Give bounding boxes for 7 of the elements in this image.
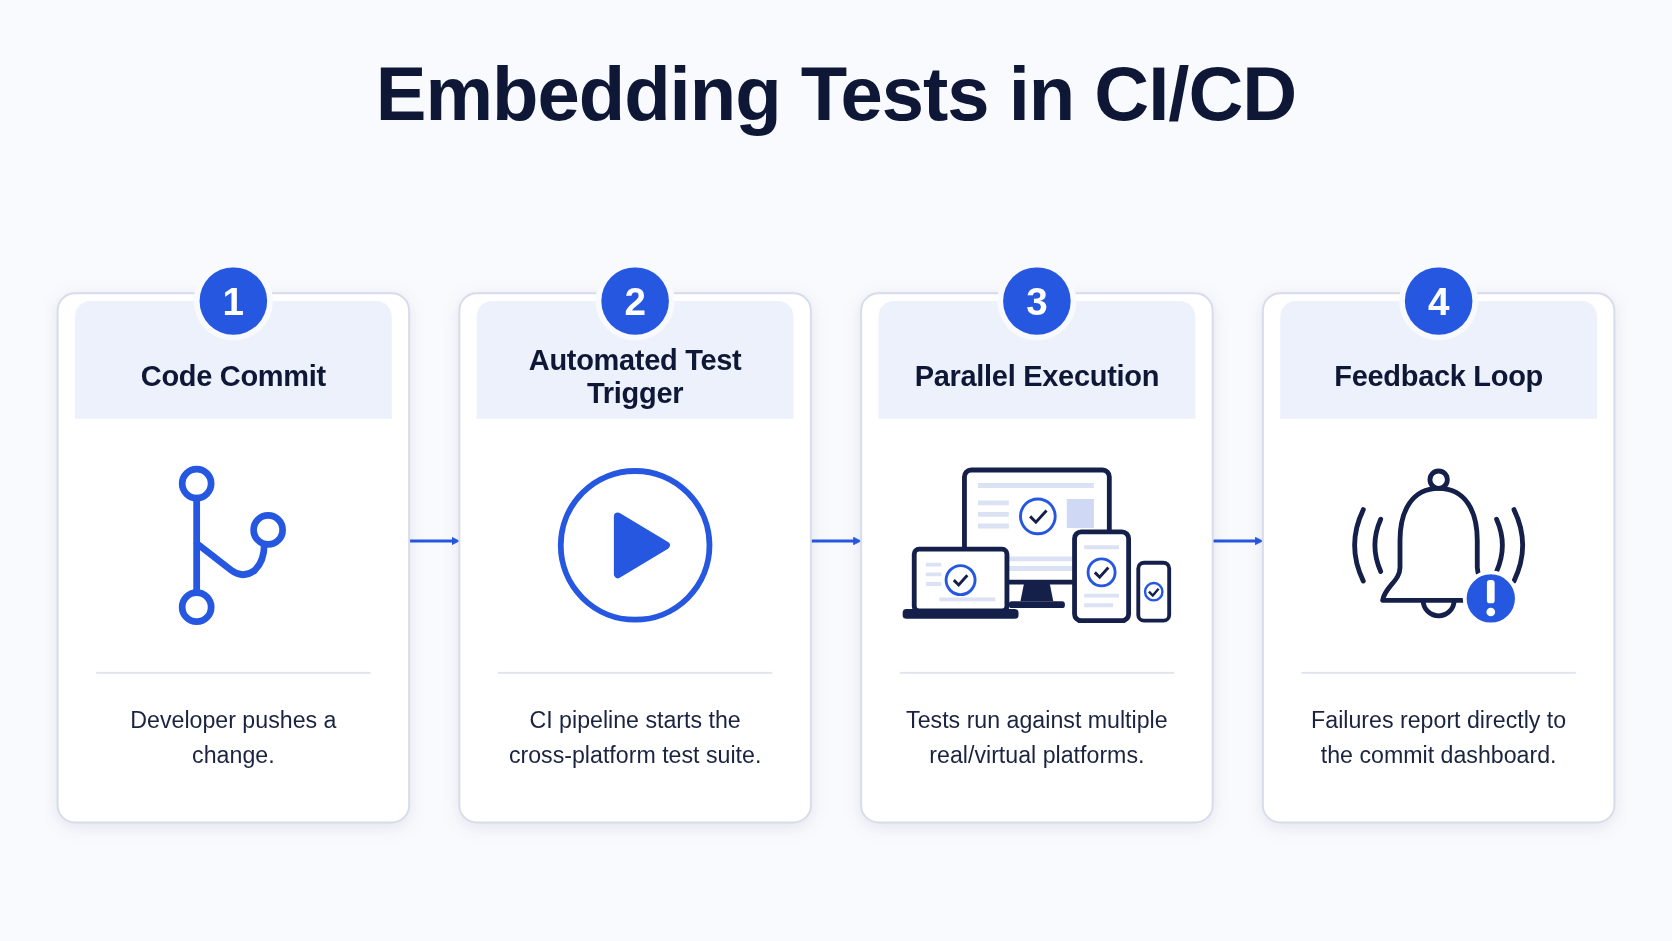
step-description: Failures report directly to the commit dashboard. (1301, 671, 1576, 815)
diagram-title: Embedding Tests in CI/CD (375, 52, 1297, 136)
arrow (810, 536, 862, 546)
step-description: Tests run against multiple real/virtual platforms. (899, 671, 1174, 815)
arrow (409, 536, 460, 546)
step-description: CI pipeline starts the cross-platform test suite. (498, 671, 773, 815)
step-description: Developer pushes a change. (96, 671, 371, 815)
